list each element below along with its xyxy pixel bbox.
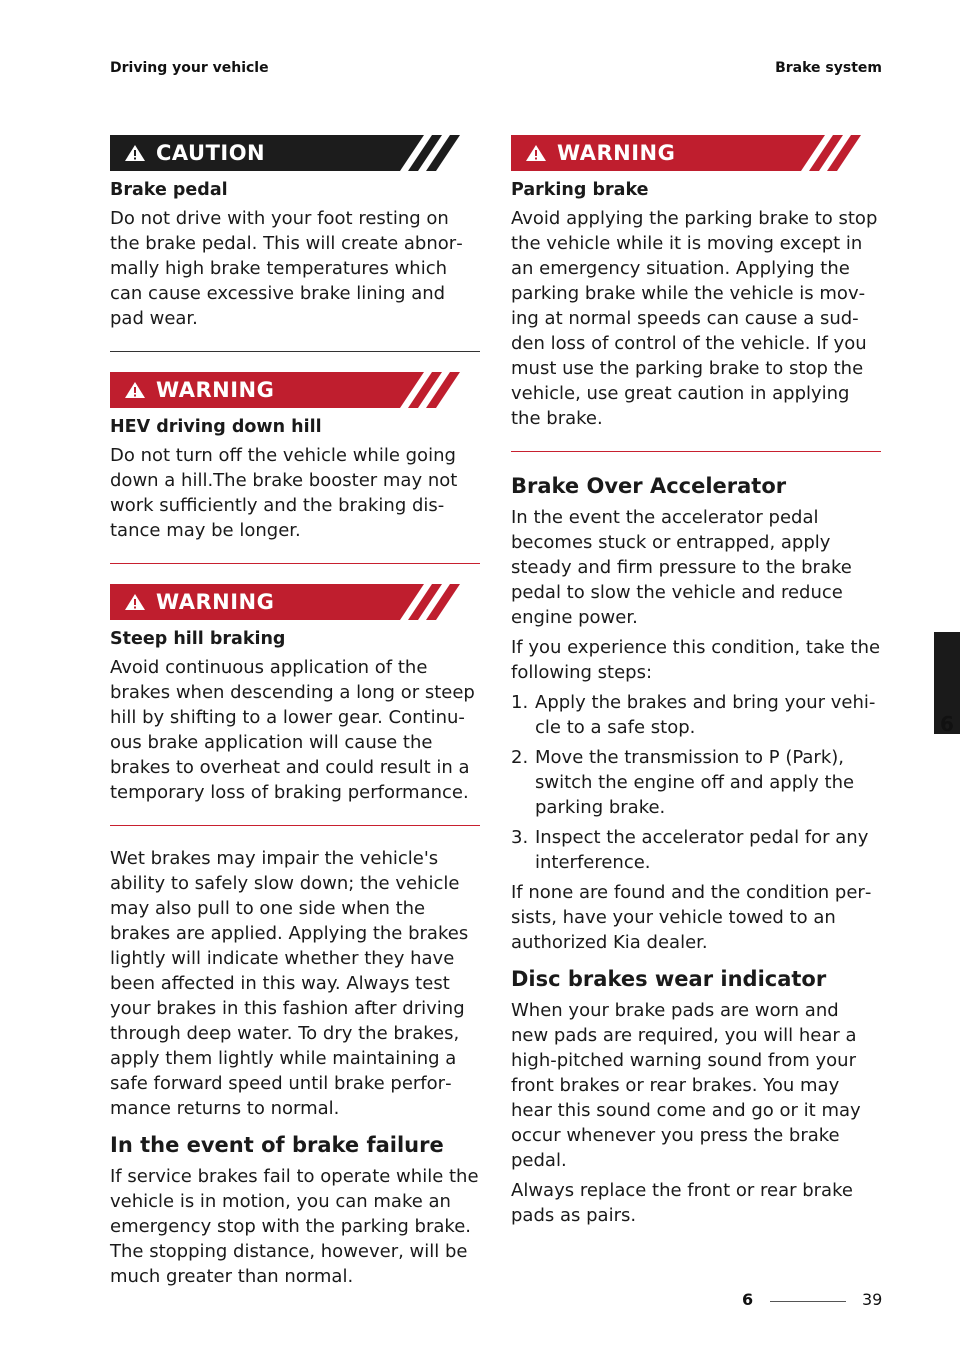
brake-failure-body: If service brakes fail to operate while … bbox=[110, 1166, 479, 1287]
warning-label: WARNING bbox=[156, 378, 275, 402]
footer-chapter-number: 6 bbox=[742, 1290, 754, 1309]
bos-heading: Brake Over Accelerator bbox=[511, 474, 787, 498]
brake-failure-heading: In the event of brake failure bbox=[110, 1133, 444, 1157]
bos-steps-list: 1. Apply the brakes and bring your vehi­… bbox=[511, 690, 881, 875]
warning-divider bbox=[110, 563, 480, 564]
warning-body-steep-hill: Avoid continuous application of the brak… bbox=[110, 657, 475, 803]
step-number: 3. bbox=[511, 827, 529, 848]
bos-outro: If none are found and the condition per­… bbox=[511, 882, 872, 953]
banner-stripes-icon bbox=[390, 372, 480, 408]
warning-body-parking: Avoid applying the parking brake to stop… bbox=[511, 208, 878, 429]
step-text: Inspect the accelerator pedal for any in… bbox=[535, 827, 869, 873]
caution-triangle-icon bbox=[125, 145, 145, 161]
warning-banner-hev: WARNING bbox=[110, 372, 480, 408]
warning-label: WARNING bbox=[156, 590, 275, 614]
wet-brakes-paragraph: Wet brakes may impair the vehicle's abil… bbox=[110, 848, 469, 1119]
warning-banner-steep-hill: WARNING bbox=[110, 584, 480, 620]
footer-page-number: 39 bbox=[862, 1290, 883, 1309]
caution-divider bbox=[110, 351, 480, 352]
caution-title: Brake pedal bbox=[110, 180, 228, 200]
step-number: 1. bbox=[511, 692, 529, 713]
step-number: 2. bbox=[511, 747, 529, 768]
list-item: 1. Apply the brakes and bring your vehi­… bbox=[511, 690, 881, 740]
disc-brakes-heading: Disc brakes wear indicator bbox=[511, 967, 827, 991]
banner-stripes-icon bbox=[791, 135, 881, 171]
warning-triangle-icon bbox=[125, 382, 145, 398]
warning-triangle-icon bbox=[125, 594, 145, 610]
banner-stripes-icon bbox=[390, 135, 480, 171]
bos-intro: In the event the accelerator pedal becom… bbox=[511, 507, 852, 628]
running-header-section: Driving your vehicle bbox=[110, 60, 269, 76]
disc-brakes-body: When your brake pads are worn and new pa… bbox=[511, 1000, 861, 1171]
banner-stripes-icon bbox=[390, 584, 480, 620]
list-item: 2. Move the transmission to P (Park), sw… bbox=[511, 745, 881, 820]
footer-divider bbox=[770, 1301, 846, 1302]
warning-triangle-icon bbox=[526, 145, 546, 161]
warning-banner-parking: WARNING bbox=[511, 135, 881, 171]
caution-banner: CAUTION bbox=[110, 135, 480, 171]
warning-divider bbox=[511, 451, 881, 452]
warning-title-steep-hill: Steep hill braking bbox=[110, 629, 286, 649]
bos-lead: If you experience this condition, take t… bbox=[511, 637, 881, 683]
right-column: WARNING Parking brake Avoid applying the… bbox=[511, 135, 881, 1233]
step-text: Apply the brakes and bring your vehi­cle… bbox=[535, 692, 876, 738]
running-header-topic: Brake system bbox=[775, 60, 882, 76]
warning-title-parking: Parking brake bbox=[511, 180, 649, 200]
warning-label: WARNING bbox=[557, 141, 676, 165]
chapter-tab-number: 6 bbox=[940, 712, 954, 736]
caution-label: CAUTION bbox=[156, 141, 266, 165]
step-text: Move the transmission to P (Park), switc… bbox=[535, 747, 855, 818]
warning-body-hev: Do not turn off the vehicle while going … bbox=[110, 445, 458, 541]
chapter-thumb-tab bbox=[934, 632, 960, 734]
left-column: CAUTION Brake pedal Do not drive with yo… bbox=[110, 135, 480, 1294]
warning-title-hev: HEV driving down hill bbox=[110, 417, 322, 437]
disc-brakes-pairs-note: Always replace the front or rear brake p… bbox=[511, 1180, 853, 1226]
warning-divider bbox=[110, 825, 480, 826]
list-item: 3. Inspect the accelerator pedal for any… bbox=[511, 825, 881, 875]
caution-body: Do not drive with your foot resting on t… bbox=[110, 208, 463, 329]
